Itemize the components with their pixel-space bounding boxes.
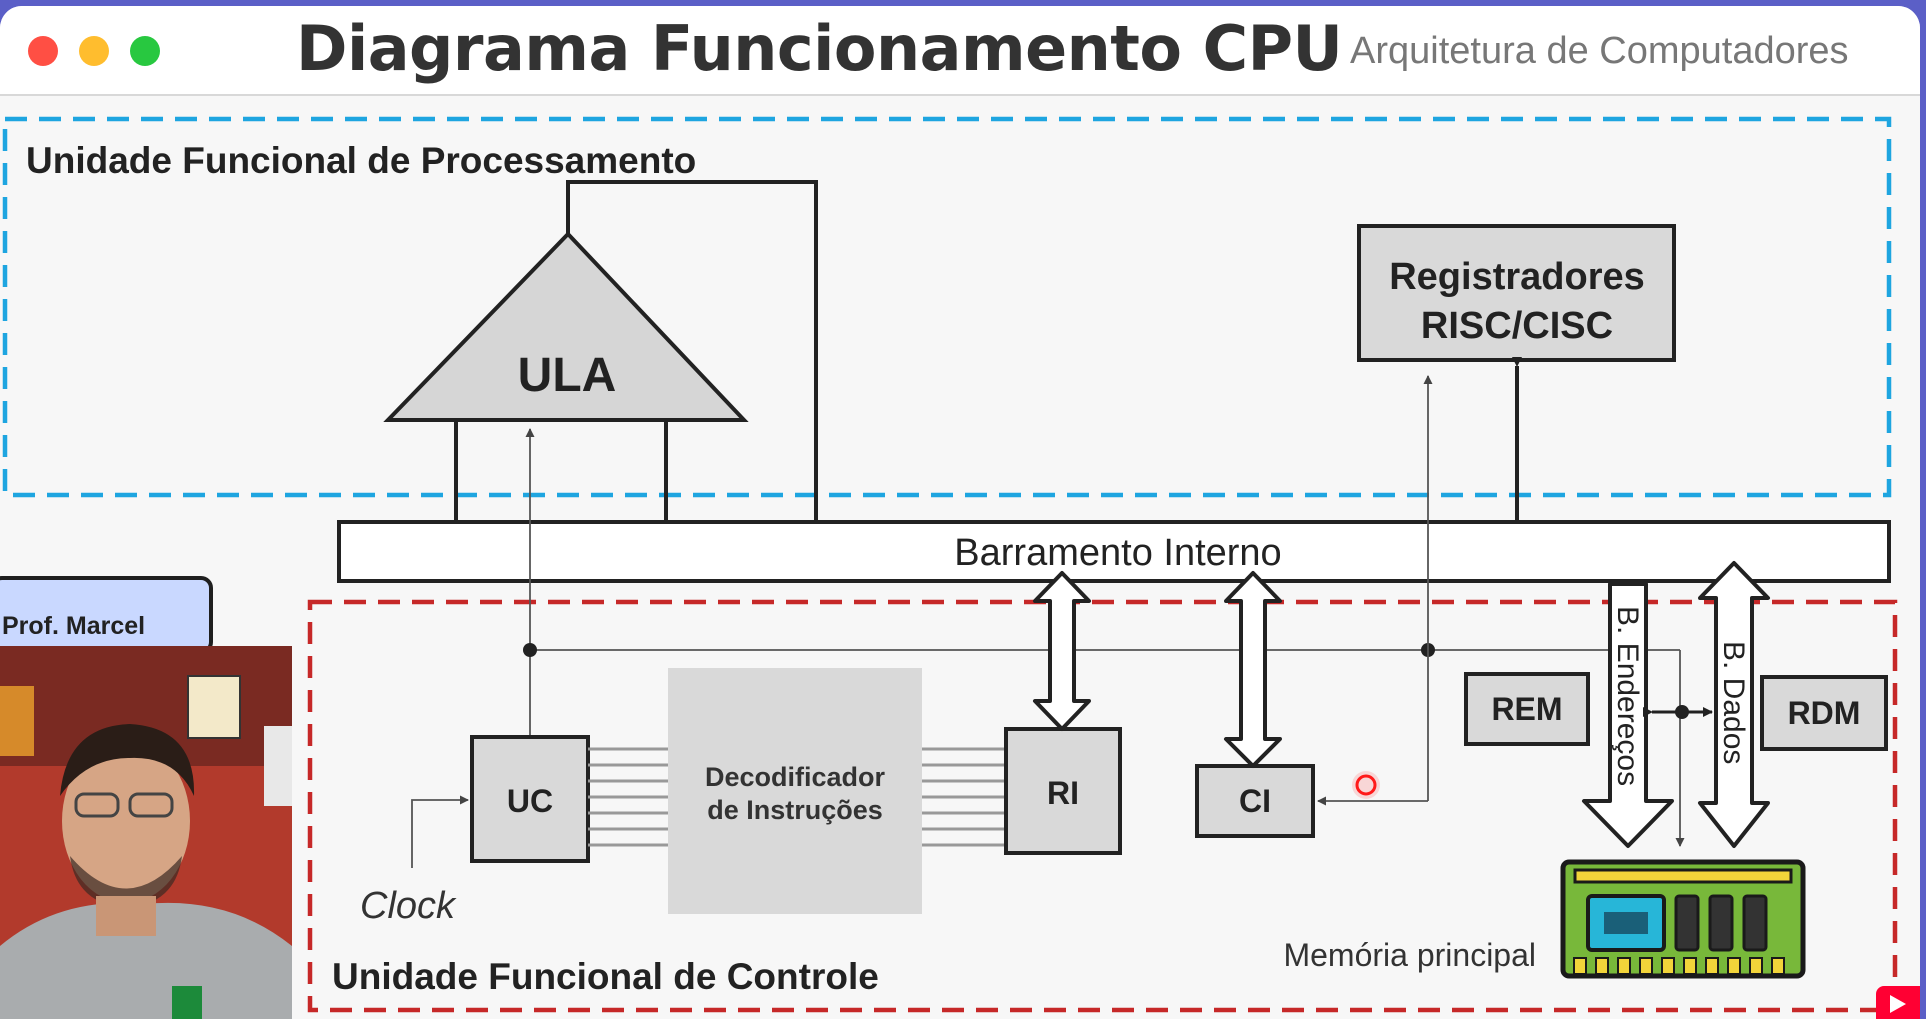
clock-label: Clock [360, 885, 457, 927]
address-bus-arrow [1582, 582, 1674, 848]
ri-block [1004, 727, 1122, 855]
data-bus-arrow [1698, 561, 1770, 848]
address-bus-label: B. Endereços [1611, 606, 1644, 786]
internal-bus-label: Barramento Interno [954, 532, 1281, 574]
presenter-name: Prof. Marcel [2, 612, 146, 640]
ci-bus-arrow [1224, 571, 1282, 768]
ula-output-line [566, 180, 821, 562]
ri-label: RI [1047, 775, 1079, 811]
registers-label-1: Registradores [1389, 256, 1645, 298]
presenter-video-frame [0, 646, 292, 1019]
processing-region-label: Unidade Funcional de Processamento [26, 140, 696, 181]
presenter-webcam [0, 646, 292, 1019]
laser-pointer-glow [1352, 771, 1380, 799]
minimize-dot-icon[interactable] [79, 36, 109, 66]
slide-subtitle: Arquitetura de Computadores [1350, 30, 1849, 72]
ula-block [383, 231, 749, 422]
decoder-label-1: Decodificador [705, 762, 886, 792]
title-bar: Diagrama Funcionamento CPU Arquitetura d… [0, 6, 1920, 96]
uc-label: UC [507, 783, 553, 819]
data-bus-label: B. Dados [1717, 641, 1750, 764]
decoder-label-2: de Instruções [707, 795, 883, 825]
control-region [307, 599, 1898, 1013]
internal-bus [337, 520, 1891, 583]
processing-region [2, 116, 1892, 498]
memory-label: Memória principal [1283, 937, 1536, 973]
rdm-label: RDM [1788, 695, 1861, 731]
decoder-block [668, 668, 922, 914]
control-region-label: Unidade Funcional de Controle [332, 956, 879, 997]
memory-chip-icon [1560, 859, 1806, 979]
clock-line [411, 795, 469, 868]
rdm-block [1760, 675, 1888, 751]
ri-bus-arrow [1033, 571, 1091, 731]
ula-label: ULA [518, 349, 617, 402]
slide-window: Diagrama Funcionamento CPU Arquitetura d… [0, 6, 1920, 1019]
registers-label-2: RISC/CISC [1421, 305, 1613, 347]
slide-title: Diagrama Funcionamento CPU [296, 12, 1343, 85]
ci-label: CI [1239, 783, 1271, 819]
youtube-play-icon[interactable] [1876, 986, 1920, 1019]
close-dot-icon[interactable] [28, 36, 58, 66]
rem-block [1464, 672, 1590, 746]
presenter-name-tag: Prof. Marcel [0, 576, 213, 654]
decoder-ri-lines [922, 747, 1006, 847]
laser-pointer-icon [1355, 774, 1377, 796]
registers-block [1357, 224, 1676, 362]
uc-block [470, 735, 590, 863]
maximize-dot-icon[interactable] [130, 36, 160, 66]
junction-uc [523, 643, 537, 657]
cpu-diagram: Unidade Funcional de Processamento Unida… [2, 116, 1898, 1013]
junction-rem-rdm [1675, 705, 1689, 719]
rem-label: REM [1491, 691, 1562, 727]
uc-decoder-lines [588, 747, 668, 847]
